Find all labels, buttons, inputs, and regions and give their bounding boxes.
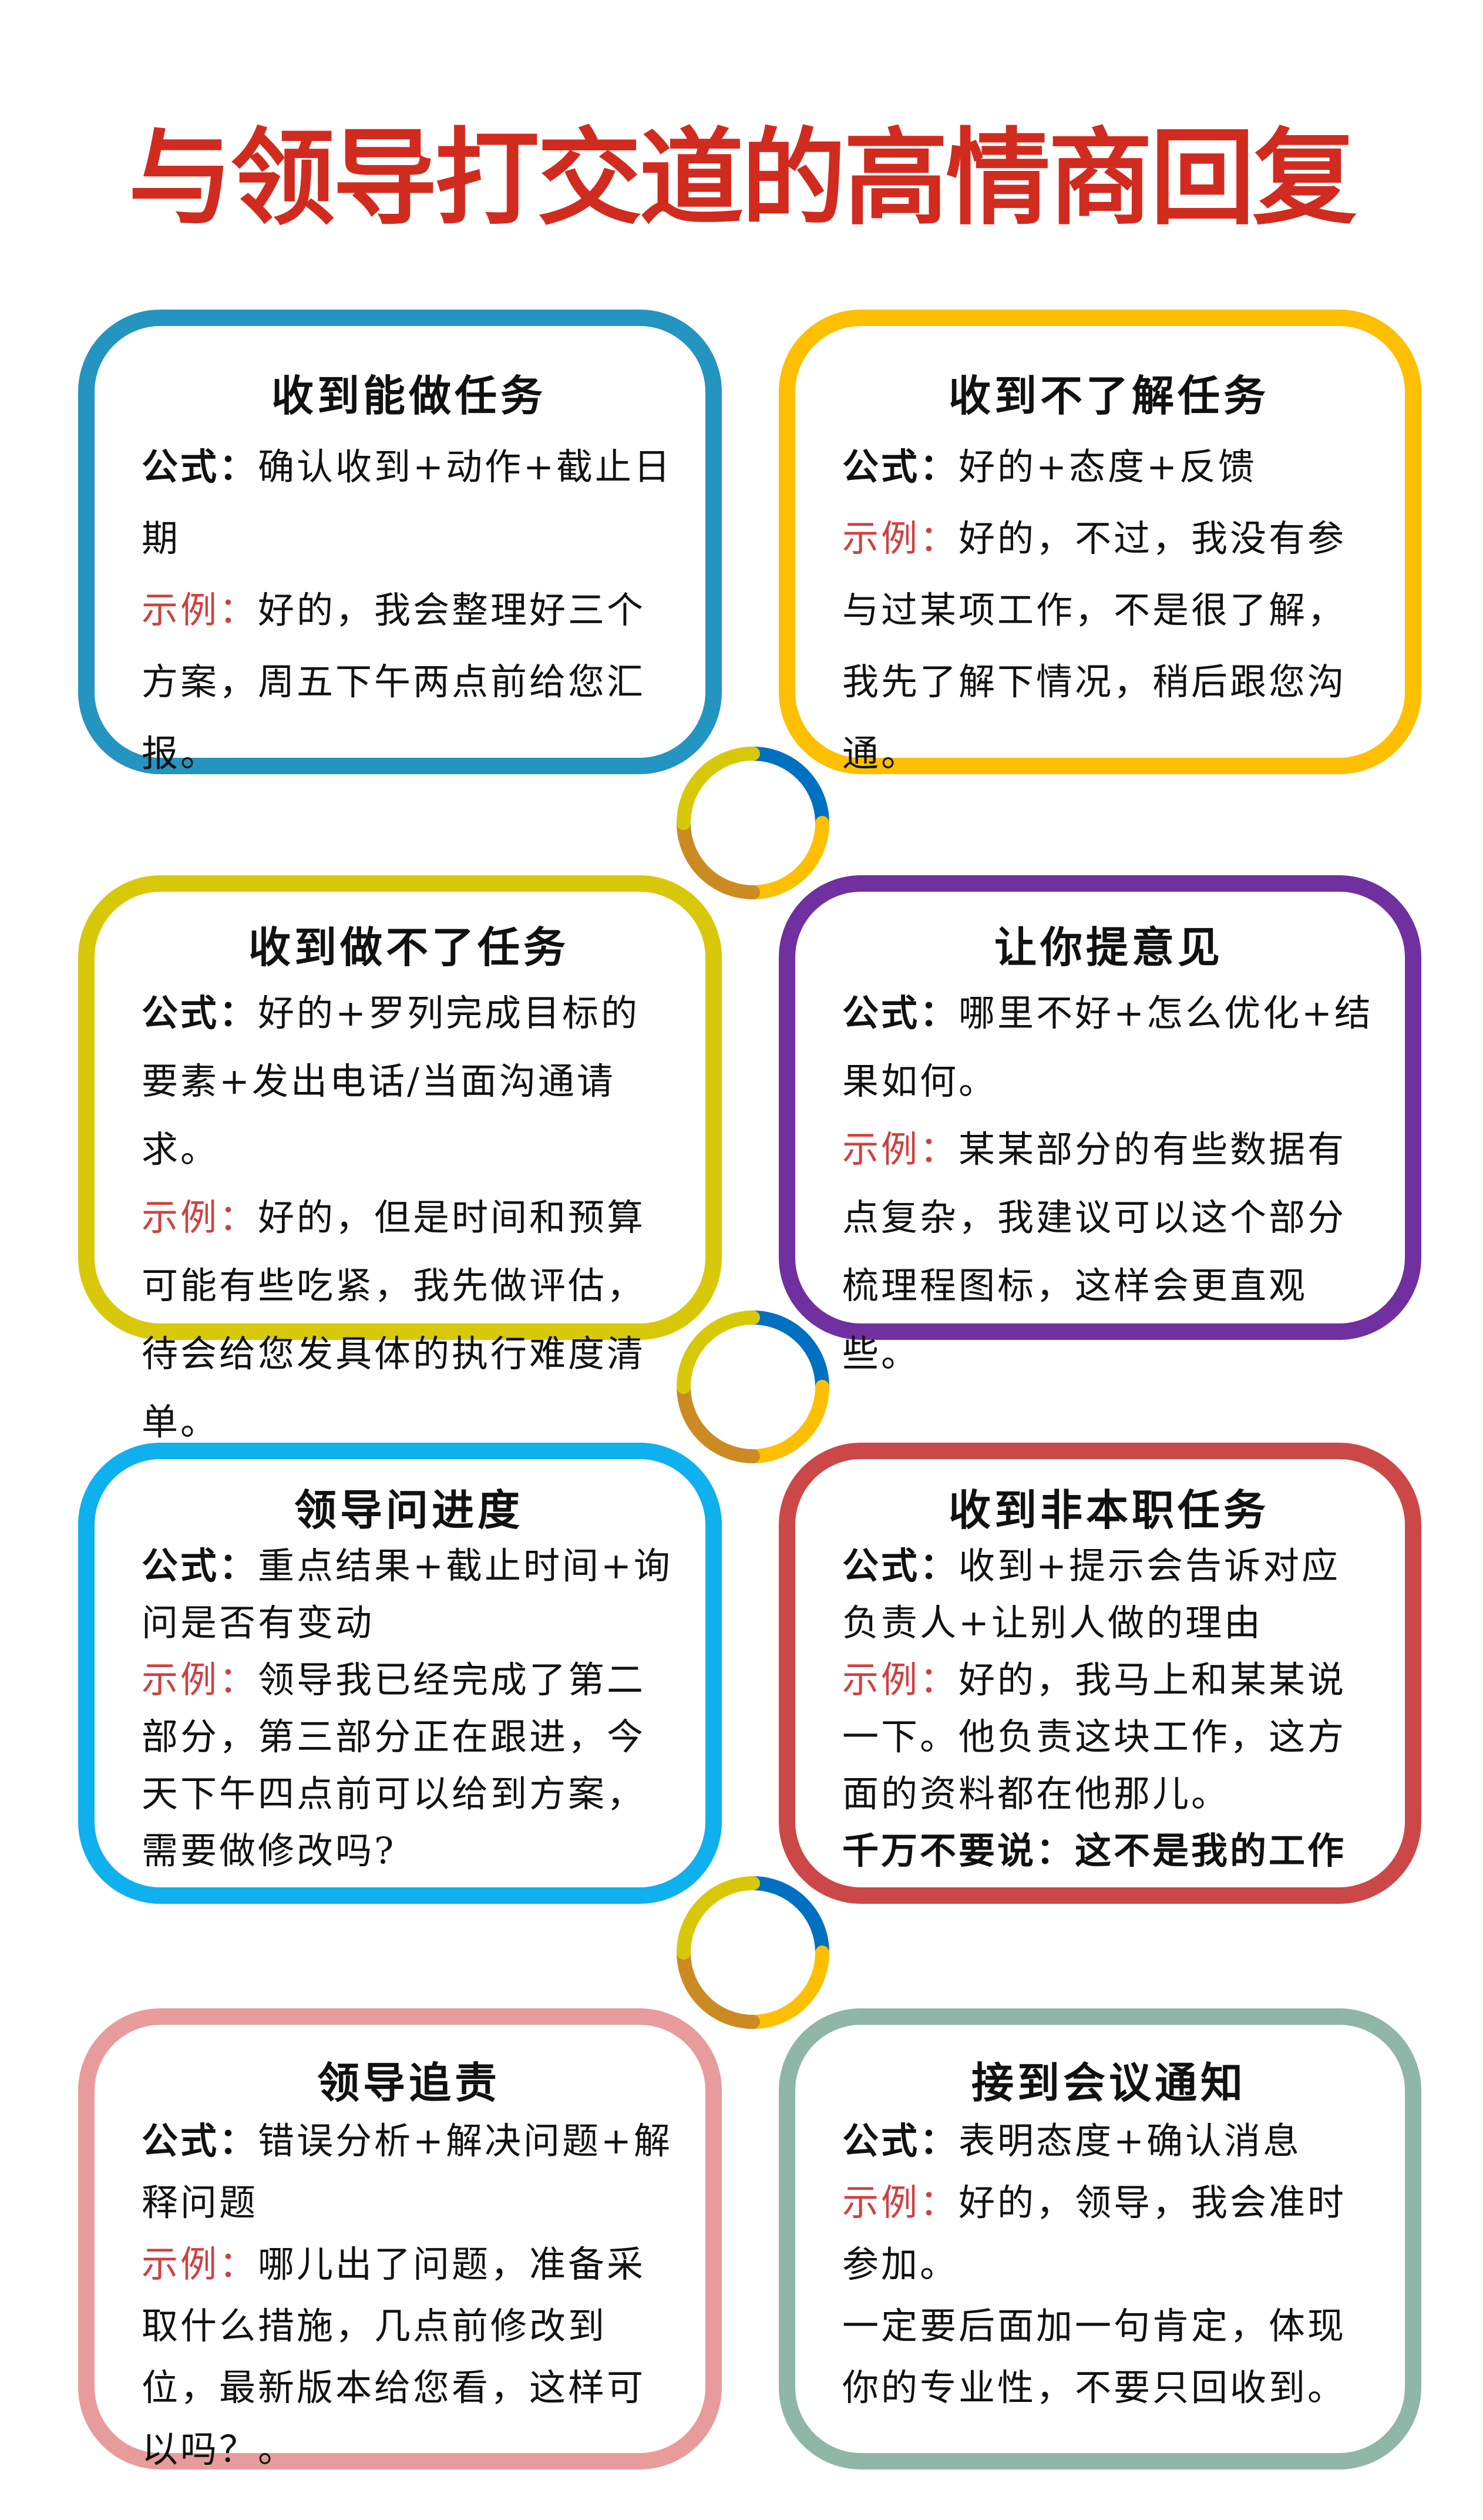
tip-card: 接到会议通知 公式：表明态度+确认消息 示例：好的，领导，我会准时参加。一定要后… — [779, 2008, 1421, 2469]
example-text: 好的，我会整理好三个方案，周五下午两点前给您汇报。 — [142, 589, 646, 775]
formula-text: 好的+态度+反馈 — [959, 445, 1257, 488]
example-label: 示例： — [142, 1658, 258, 1701]
example-text: 某某部分的有些数据有点复杂，我建议可以这个部分梳理程图标，这样会更直观些。 — [842, 1128, 1347, 1375]
example-label: 示例： — [842, 517, 959, 560]
card-heading: 收到做不了任务 — [248, 922, 569, 972]
tip-card: 收到做不了任务 公式：好的+罗列完成目标的要素+发出电话/当面沟通请求。 示例：… — [78, 875, 722, 1443]
example-label: 示例： — [142, 2243, 258, 2286]
example-text: 好的，领导，我会准时参加。 — [842, 2181, 1347, 2286]
card-heading: 接到会议通知 — [971, 2058, 1246, 2108]
ring-arc — [746, 1876, 829, 1960]
page-title: 与领导打交道的高情商回复 — [128, 117, 1357, 239]
formula-text: 错误分析+解决问题+解释问题 — [142, 2119, 672, 2224]
example: 示例：好的，我马上和某某说一下。他负责这块工作，这方面的资料都在他那儿。 — [842, 1651, 1376, 1822]
example: 示例：好的，不过，我没有参与过某项工作，不是很了解，我先了解下情况，稍后跟您沟通… — [842, 503, 1376, 789]
formula-label: 公式： — [142, 445, 258, 488]
formula-label: 公式： — [842, 1544, 959, 1587]
example-label: 示例： — [842, 2181, 959, 2224]
formula: 公式：收到+提示会告诉对应负责人+让别人做的理由 — [842, 1537, 1376, 1651]
ring-arc — [746, 816, 829, 899]
ring-arc — [677, 747, 760, 830]
ring-arc — [677, 1311, 760, 1394]
ring-arc — [677, 816, 760, 899]
formula-label: 公式： — [142, 2119, 258, 2162]
formula: 公式：好的+罗列完成目标的要素+发出电话/当面沟通请求。 — [142, 979, 676, 1184]
formula-label: 公式： — [142, 992, 258, 1034]
tip-card: 领导问进度 公式：重点结果+截止时间+询问是否有变动 示例：领导我已经完成了第二… — [78, 1443, 722, 1904]
formula-label: 公式： — [842, 445, 959, 488]
card-heading: 收到不了解任务 — [948, 371, 1269, 421]
formula-text: 确认收到+动作+截止日期 — [142, 445, 672, 560]
example-label: 示例： — [142, 1196, 258, 1239]
formula-label: 公式： — [842, 2119, 959, 2162]
example: 示例：好的，但是时间和预算可能有些吃紧，我先做评估，待会给您发具体的执行难度清单… — [142, 1184, 676, 1456]
formula-text: 哪里不好+怎么优化+结果如何。 — [842, 992, 1373, 1103]
formula-text: 表明态度+确认消息 — [959, 2119, 1302, 2162]
tip-card: 收到不了解任务 公式：好的+态度+反馈 示例：好的，不过，我没有参与过某项工作，… — [779, 310, 1421, 775]
ring-connector-icon — [677, 1876, 829, 2029]
ring-arc — [677, 1380, 760, 1463]
example-text: 好的，我马上和某某说一下。他负责这块工作，这方面的资料都在他那儿。 — [842, 1658, 1347, 1815]
tip-card: 收到非本职任务 公式：收到+提示会告诉对应负责人+让别人做的理由 示例：好的，我… — [779, 1443, 1421, 1904]
example: 示例：好的，我会整理好三个方案，周五下午两点前给您汇报。 — [142, 574, 676, 789]
card-heading: 领导问进度 — [294, 1485, 523, 1535]
example: 示例：领导我已经完成了第二部分，第三部分正在跟进，今天下午四点前可以给到方案，需… — [142, 1651, 676, 1879]
tip-card: 领导追责 公式：错误分析+解决问题+解释问题 示例：哪儿出了问题，准备采取什么措… — [78, 2008, 722, 2471]
example: 示例：某某部分的有些数据有点复杂，我建议可以这个部分梳理程图标，这样会更直观些。 — [842, 1115, 1376, 1388]
formula: 公式：重点结果+截止时间+询问是否有变动 — [142, 1537, 676, 1651]
formula-text: 收到+提示会告诉对应负责人+让别人做的理由 — [842, 1544, 1340, 1644]
formula: 公式：确认收到+动作+截止日期 — [142, 431, 676, 574]
formula: 公式：错误分析+解决问题+解释问题 — [142, 2110, 676, 2233]
ring-arc — [746, 747, 829, 830]
card-heading: 让你提意见 — [994, 922, 1223, 972]
formula-text: 好的+罗列完成目标的要素+发出电话/当面沟通请求。 — [142, 992, 640, 1171]
ring-arc — [677, 1876, 760, 1960]
card-heading: 收到能做任务 — [271, 371, 546, 421]
ring-arc — [746, 1946, 829, 2029]
card-note: 千万不要说：这不是我的工作 — [842, 1829, 1347, 1872]
ring-arc — [677, 1946, 760, 2029]
ring-connector-icon — [677, 1311, 829, 1463]
example-text: 好的，但是时间和预算可能有些吃紧，我先做评估，待会给您发具体的执行难度清单。 — [142, 1196, 646, 1443]
example-label: 示例： — [842, 1658, 959, 1701]
formula: 公式：好的+态度+反馈 — [842, 431, 1376, 503]
tip-card: 让你提意见 公式：哪里不好+怎么优化+结果如何。 示例：某某部分的有些数据有点复… — [779, 875, 1421, 1375]
formula-label: 公式： — [142, 1544, 258, 1587]
card-heading: 领导追责 — [317, 2058, 500, 2108]
example: 示例：好的，领导，我会准时参加。 — [842, 2172, 1376, 2295]
formula: 公式：表明态度+确认消息 — [842, 2110, 1376, 2172]
formula: 公式：哪里不好+怎么优化+结果如何。 — [842, 979, 1376, 1115]
example-label: 示例： — [842, 1128, 959, 1171]
card-note: 一定要后面加一句肯定，体现你的专业性，不要只回收到。 — [842, 2304, 1347, 2409]
formula-label: 公式： — [842, 992, 959, 1034]
tip-card: 收到能做任务 公式：确认收到+动作+截止日期 示例：好的，我会整理好三个方案，周… — [78, 310, 722, 775]
example-text: 哪儿出了问题，准备采取什么措施，几点前修改到位，最新版本给您看，这样可以吗？。 — [142, 2243, 646, 2471]
example-text: 领导我已经完成了第二部分，第三部分正在跟进，今天下午四点前可以给到方案，需要做修… — [142, 1658, 646, 1872]
card-heading: 收到非本职任务 — [948, 1485, 1269, 1535]
example-text: 好的，不过，我没有参与过某项工作，不是很了解，我先了解下情况，稍后跟您沟通。 — [842, 517, 1347, 775]
ring-arc — [746, 1311, 829, 1394]
formula-text: 重点结果+截止时间+询问是否有变动 — [142, 1544, 672, 1644]
ring-arc — [746, 1380, 829, 1463]
example: 示例：哪儿出了问题，准备采取什么措施，几点前修改到位，最新版本给您看，这样可以吗… — [142, 2233, 676, 2480]
ring-connector-icon — [677, 747, 829, 899]
example-label: 示例： — [142, 589, 258, 631]
